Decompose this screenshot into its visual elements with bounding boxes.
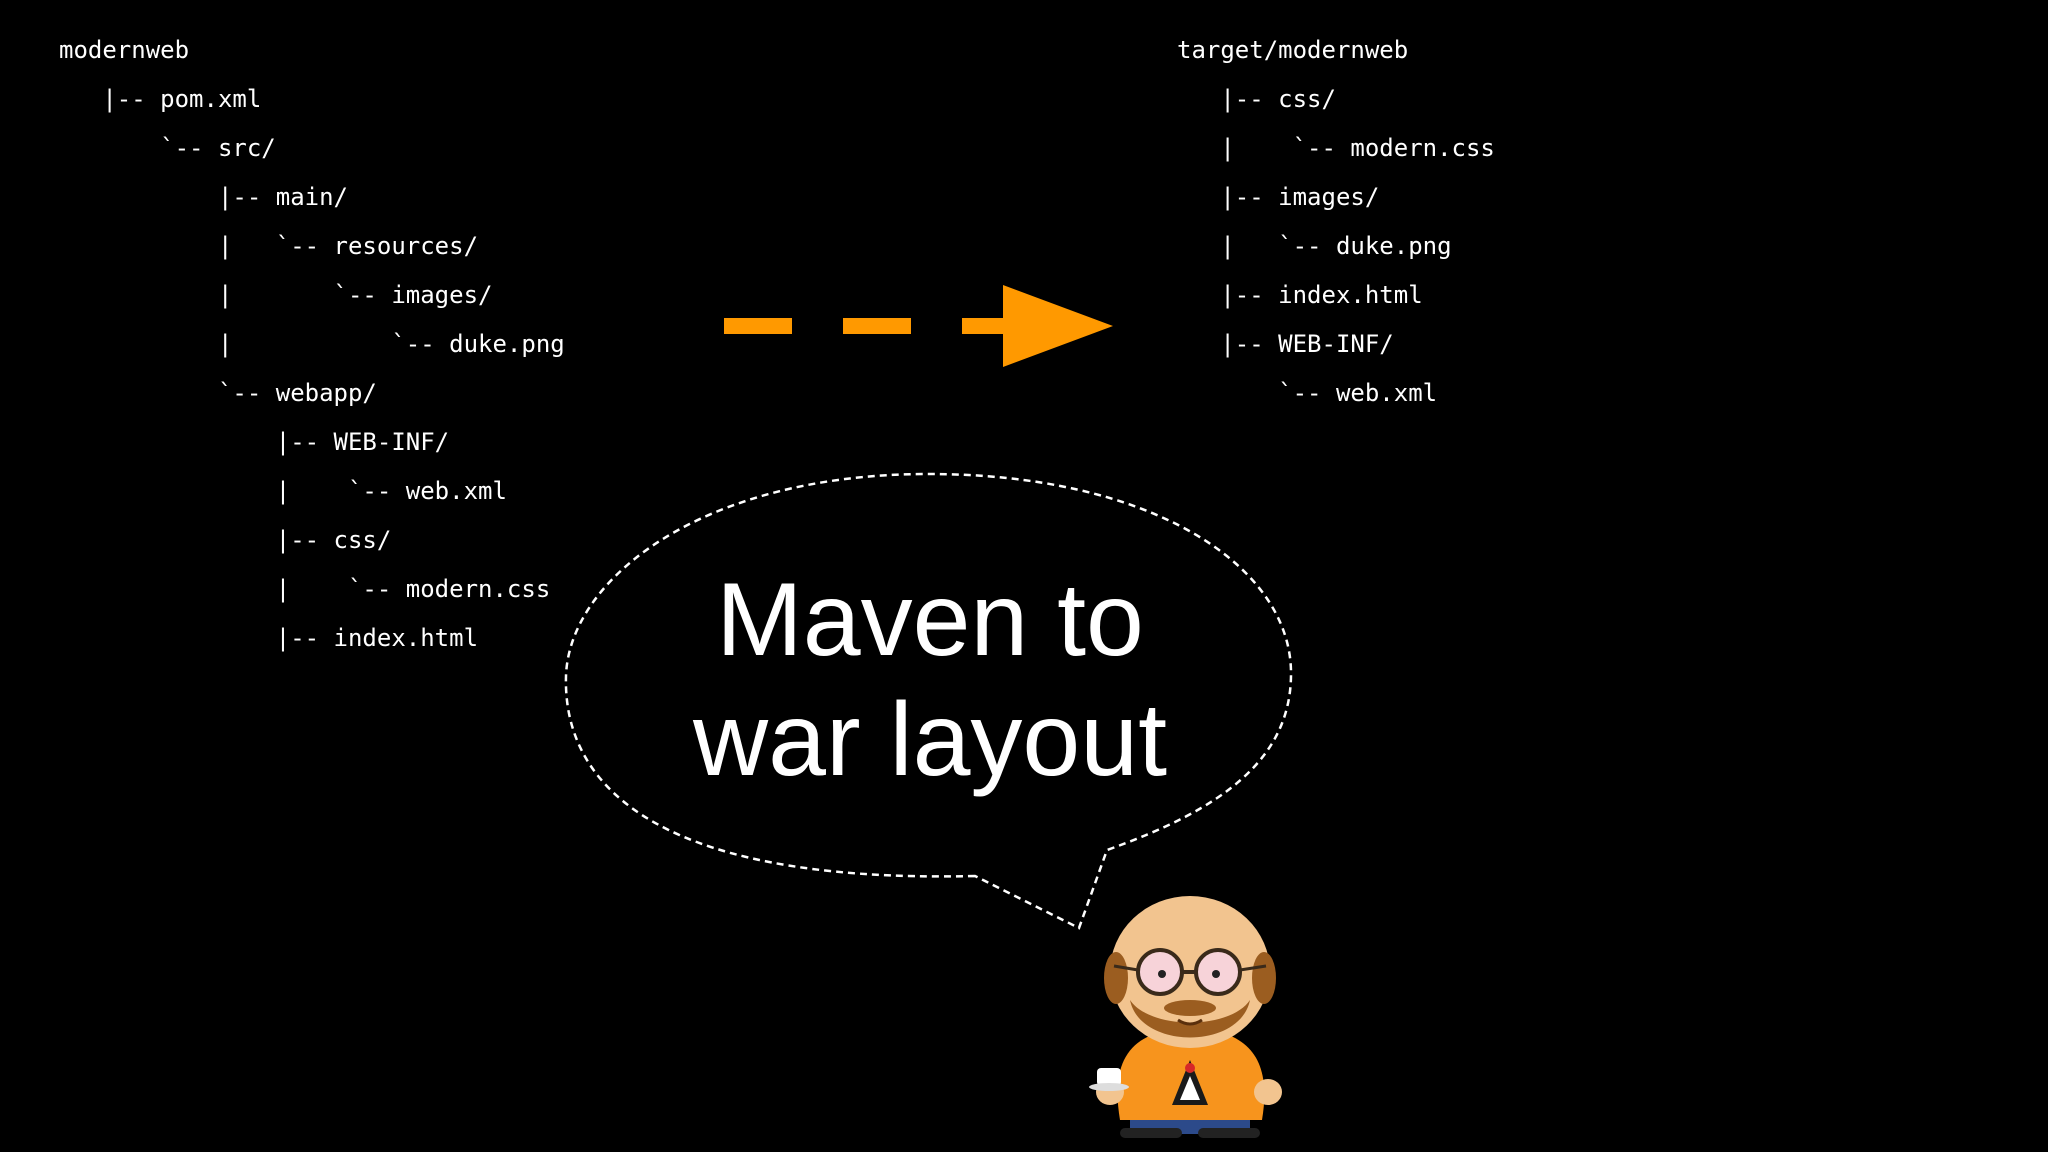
target-tree-line: |-- WEB-INF/ <box>1177 330 1394 358</box>
mascot-coffee-cup <box>1097 1068 1121 1086</box>
source-tree-line: |-- index.html <box>59 624 479 652</box>
source-tree-line: | `-- modern.css <box>59 575 551 603</box>
target-tree-line: target/modernweb <box>1177 36 1409 64</box>
target-tree-line: | `-- modern.css <box>1177 134 1495 162</box>
mascot-shoe-right <box>1198 1128 1260 1138</box>
mascot-hair-right <box>1252 952 1276 1004</box>
target-tree-line: `-- web.xml <box>1177 379 1438 407</box>
mascot-shirt-emblem-nose <box>1185 1063 1195 1073</box>
target-tree-line: | `-- duke.png <box>1177 232 1452 260</box>
arrow-head <box>1003 285 1113 367</box>
arrow-dash <box>724 318 792 334</box>
target-tree: target/modernweb |-- css/ | `-- modern.c… <box>1177 30 1495 422</box>
mascot-glasses-arm-left <box>1113 964 1139 972</box>
source-tree-line: |-- main/ <box>59 183 348 211</box>
source-tree-line: |-- pom.xml <box>59 85 262 113</box>
mascot-pupil-right <box>1212 970 1220 978</box>
source-tree-line: `-- webapp/ <box>59 379 377 407</box>
source-tree-line: modernweb <box>59 36 190 64</box>
cartoon-developer-mascot-icon <box>1089 896 1282 1138</box>
mascot-shoe-left <box>1120 1128 1182 1138</box>
mascot-pupil-left <box>1158 970 1166 978</box>
target-tree-line: |-- images/ <box>1177 183 1380 211</box>
source-tree-line: | `-- duke.png <box>59 330 565 358</box>
source-tree-line: | `-- resources/ <box>59 232 479 260</box>
mascot-hair-left <box>1104 952 1128 1004</box>
mascot-mustache <box>1164 1000 1216 1016</box>
source-tree-line: |-- css/ <box>59 526 392 554</box>
mascot-coffee-saucer <box>1089 1083 1129 1091</box>
speech-bubble-line-1: Maven to <box>716 562 1144 678</box>
source-tree-line: `-- src/ <box>59 134 276 162</box>
mascot-beard <box>1130 1000 1250 1038</box>
source-tree: modernweb |-- pom.xml `-- src/ |-- main/… <box>59 30 565 667</box>
speech-bubble-line-2: war layout <box>693 682 1167 798</box>
arrow-shaft <box>962 318 1008 334</box>
target-tree-line: |-- css/ <box>1177 85 1336 113</box>
source-tree-line: | `-- images/ <box>59 281 493 309</box>
mascot-mouth <box>1177 1018 1203 1026</box>
mascot-hand-right <box>1254 1079 1282 1105</box>
mascot-glasses-arm-right <box>1239 964 1267 972</box>
source-tree-line: |-- WEB-INF/ <box>59 428 450 456</box>
speech-bubble-text: Maven to war layout <box>565 560 1295 800</box>
source-tree-line: | `-- web.xml <box>59 477 507 505</box>
arrow-dash <box>843 318 911 334</box>
target-tree-line: |-- index.html <box>1177 281 1423 309</box>
mascot-shirt-emblem-face <box>1180 1076 1200 1100</box>
